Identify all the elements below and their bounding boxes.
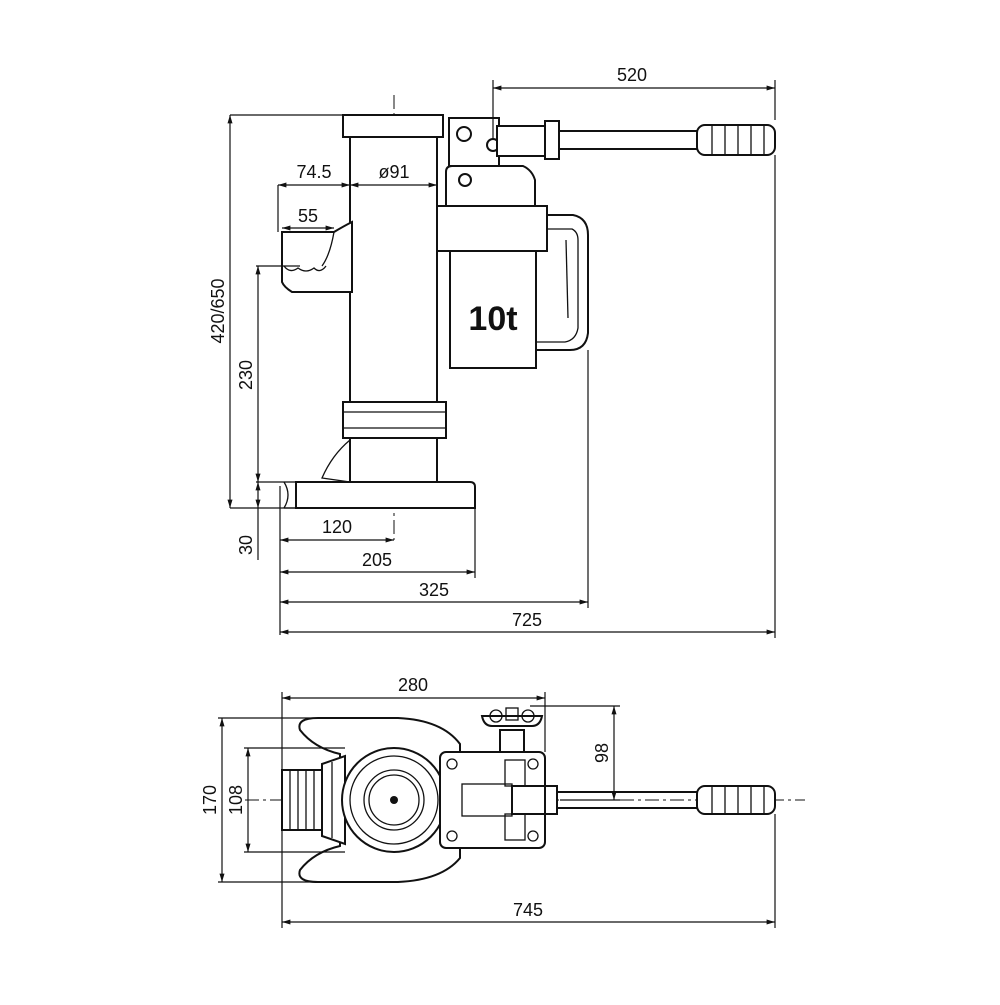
pump-housing: [436, 205, 548, 252]
pump-head: [445, 165, 536, 207]
collar: [342, 401, 447, 439]
dim-98: 98: [592, 743, 612, 763]
toe-top: [281, 769, 323, 831]
upper-toe: [281, 220, 353, 293]
base-plate: [295, 481, 476, 509]
lever-grip-top[interactable]: [696, 785, 776, 815]
dim-120: 120: [322, 517, 352, 537]
dim-520: 520: [617, 65, 647, 85]
dim-170: 170: [200, 785, 220, 815]
dim-74-5: 74.5: [296, 162, 331, 182]
dim-420-650: 420/650: [208, 278, 228, 343]
side-view: 10t 520 420/650: [208, 65, 776, 638]
dim-280: 280: [398, 675, 428, 695]
dim-dia-91: ø91: [378, 162, 409, 182]
dim-30: 30: [236, 535, 256, 555]
dim-230: 230: [236, 360, 256, 390]
release-valve-knob[interactable]: [480, 715, 544, 727]
dim-725: 725: [512, 610, 542, 630]
dim-205: 205: [362, 550, 392, 570]
dim-745: 745: [513, 900, 543, 920]
dim-55: 55: [298, 206, 318, 226]
ram-center-dot: [390, 796, 398, 804]
dim-325: 325: [419, 580, 449, 600]
dim-108: 108: [226, 785, 246, 815]
capacity-label: 10t: [468, 300, 517, 338]
side-grip[interactable]: [536, 214, 589, 351]
ram-cap: [342, 114, 444, 138]
reservoir: [449, 250, 537, 369]
pump-lever-grip[interactable]: [696, 124, 776, 156]
top-view: 280 98 170 108 745: [200, 675, 805, 928]
